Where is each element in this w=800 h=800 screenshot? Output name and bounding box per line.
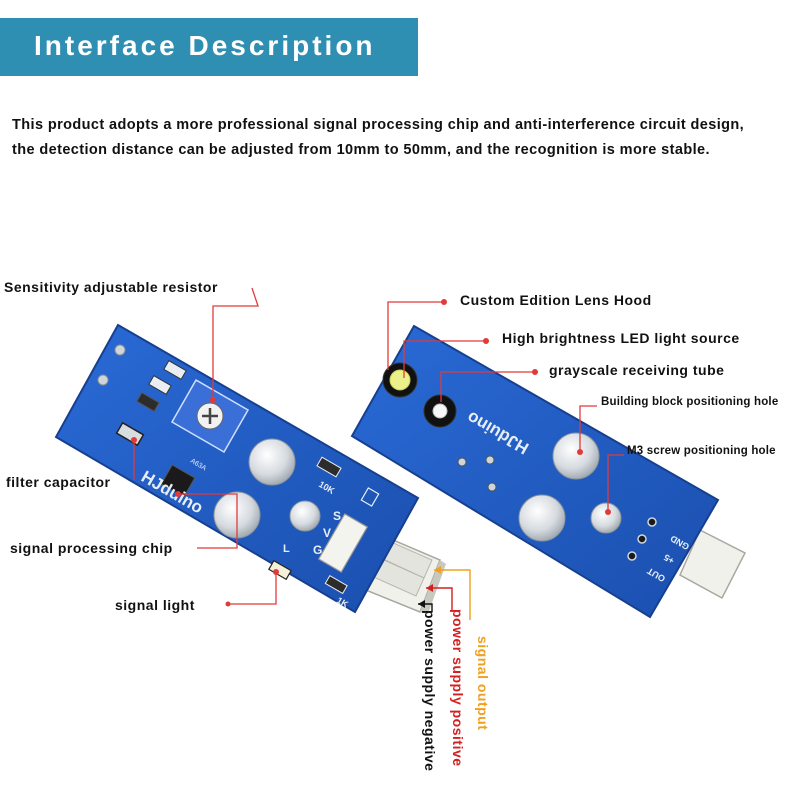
potentiometer [170, 378, 250, 454]
page-title: Interface Description [34, 30, 376, 61]
label-power-negative: power supply negative [422, 610, 438, 772]
label-sensitivity-resistor: Sensitivity adjustable resistor [4, 279, 218, 295]
intro-line-2: the detection distance can be adjusted f… [12, 142, 710, 158]
callout-dots [131, 299, 611, 607]
label-block-hole: Building block positioning hole [601, 396, 779, 408]
silk-l: L [283, 543, 290, 555]
right-board: HJduino GND +5 OUT [350, 324, 747, 619]
silk-pin-g: G [313, 543, 322, 557]
label-screw-hole: M3 screw positioning hole [627, 445, 776, 457]
silk-plus5: +5 [662, 552, 676, 566]
label-receiving-tube: grayscale receiving tube [549, 362, 725, 378]
label-led-source: High brightness LED light source [502, 330, 740, 346]
lens-hood [382, 362, 418, 398]
label-filter-capacitor: filter capacitor [6, 474, 111, 490]
callout-lines [133, 287, 624, 605]
label-power-positive: power supply positive [450, 609, 466, 767]
intro-text: This product adopts a more professional … [12, 113, 792, 163]
title-banner [0, 18, 418, 76]
label-signal-output: signal output [475, 636, 491, 731]
silk-pin-v: V [323, 526, 331, 540]
left-board: A63A 10K 1K HJduino S V G L [54, 323, 446, 614]
label-signal-light: signal light [115, 597, 195, 613]
label-signal-processing-chip: signal processing chip [10, 540, 173, 556]
receiver-tube [423, 394, 457, 428]
silk-pin-s: S [333, 509, 341, 523]
label-lens-hood: Custom Edition Lens Hood [460, 292, 652, 308]
intro-line-1: This product adopts a more professional … [12, 117, 745, 133]
